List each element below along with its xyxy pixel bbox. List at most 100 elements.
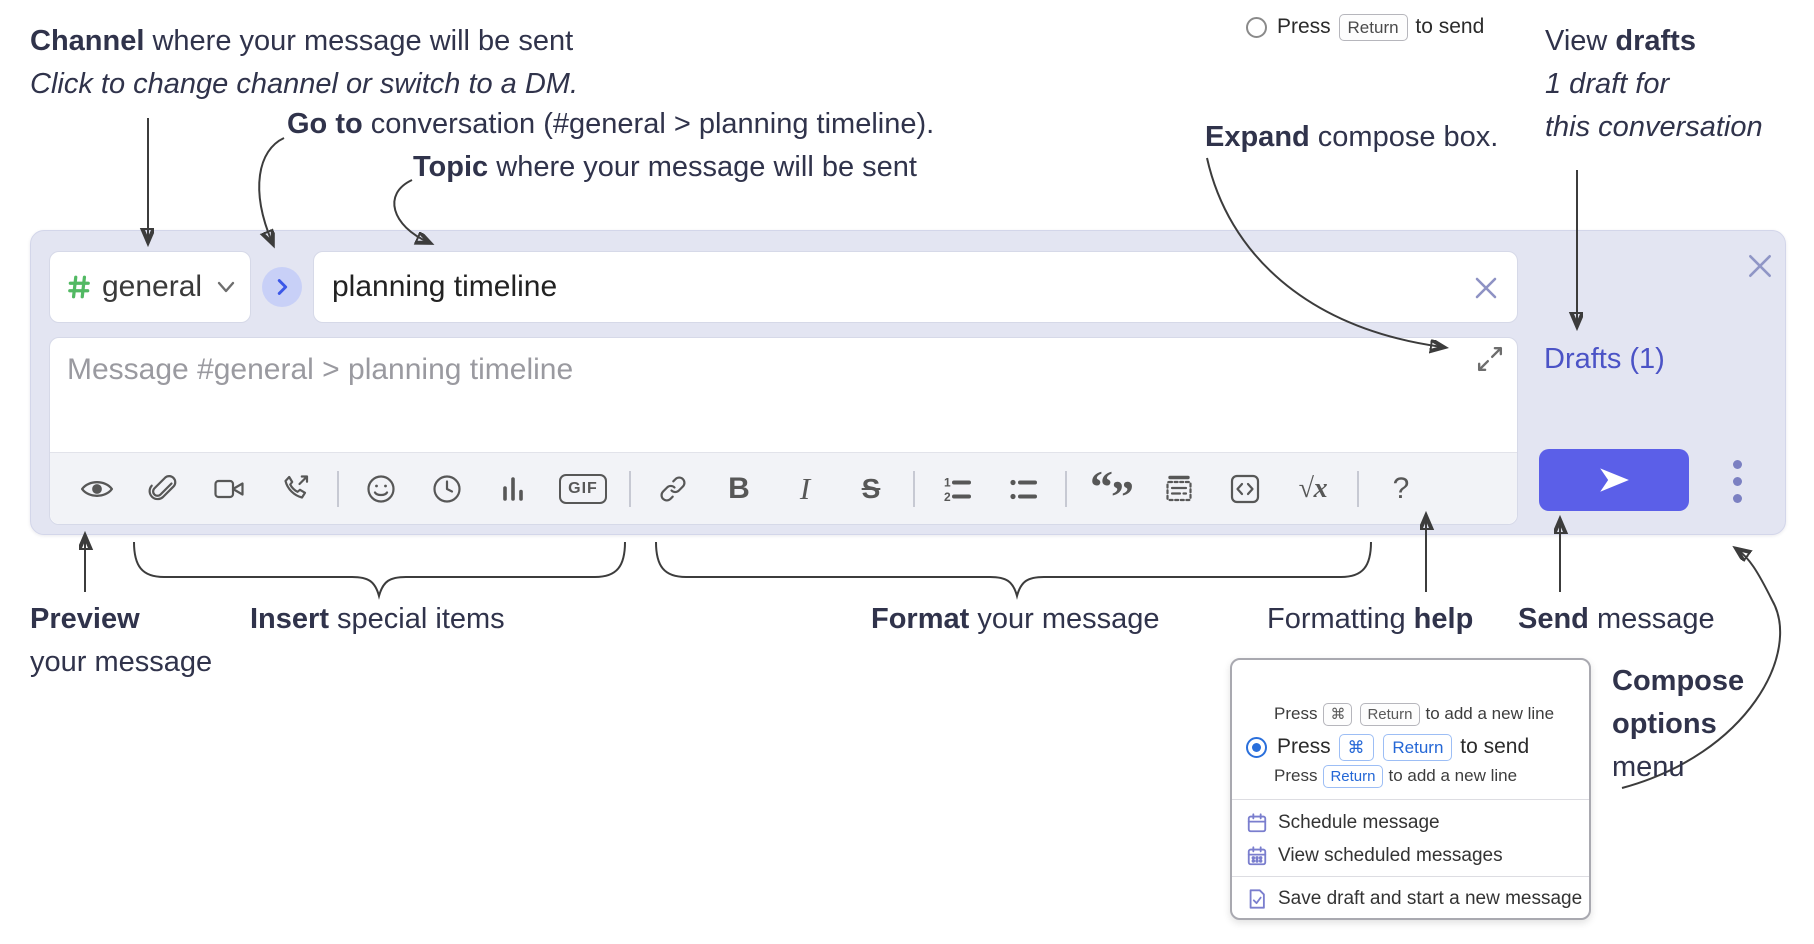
topic-input[interactable] <box>314 252 1517 322</box>
quote-button[interactable]: “” <box>1076 461 1146 522</box>
annotation-go-to: Go to conversation (#general > planning … <box>287 108 935 140</box>
preview-eye-icon <box>80 480 114 497</box>
italic-button[interactable]: I <box>772 461 838 517</box>
annotation-topic: Topic where your message will be sent <box>413 151 917 183</box>
math-icon: √x <box>1298 472 1328 504</box>
return-key: Return <box>1360 702 1420 726</box>
channel-selector[interactable]: general <box>49 251 251 323</box>
message-box: GIF B I S <box>49 337 1518 525</box>
attach-paperclip-icon <box>148 474 177 500</box>
annotation-channel-bold: Channel <box>30 25 145 57</box>
time-icon <box>433 474 461 503</box>
expand-compose-icon[interactable] <box>1477 346 1503 377</box>
calendar-icon <box>1247 813 1267 833</box>
annotation-channel-sub: Click to change channel or switch to a D… <box>30 68 579 100</box>
toolbar-divider <box>337 470 339 507</box>
start-voice-call-button[interactable] <box>262 461 328 517</box>
code-icon <box>1230 474 1260 503</box>
option-cmd-enter-sub: Press Return to add a new line <box>1274 764 1583 788</box>
help-icon: ? <box>1392 471 1410 505</box>
return-key: Return <box>1383 733 1453 761</box>
annotation-insert: Insert special items <box>250 603 505 635</box>
global-time-button[interactable] <box>414 461 480 517</box>
close-compose-button[interactable] <box>1743 249 1777 283</box>
x-icon <box>1475 277 1497 299</box>
emoji-icon <box>367 474 395 503</box>
return-key: Return <box>1323 764 1383 788</box>
annotation-format: Format your message <box>871 603 1160 635</box>
strikethrough-icon: S <box>861 472 881 504</box>
link-icon <box>660 475 686 502</box>
send-button[interactable] <box>1539 449 1689 511</box>
cmd-key: ⌘ <box>1323 702 1353 726</box>
save-draft-icon <box>1249 889 1265 909</box>
channel-name: general <box>102 270 203 303</box>
bulleted-list-icon <box>1010 479 1037 499</box>
compose-options-menu: Press Return to send Press ⌘ Return to a… <box>1230 13 1591 920</box>
annotation-formatting-help: Formatting help <box>1267 603 1474 635</box>
topic-input-wrap <box>313 251 1518 323</box>
toolbar-divider <box>1357 470 1359 507</box>
brace-format <box>655 541 1372 600</box>
message-input[interactable] <box>50 338 1517 450</box>
chevron-right-icon <box>277 279 288 295</box>
annotation-preview: Preview your message <box>30 603 213 678</box>
annotation-compose-options: Compose options menu <box>1612 665 1745 783</box>
radio-unselected-icon[interactable] <box>1246 16 1267 38</box>
option-enter-to-send[interactable]: Press Return to send <box>1246 12 1579 42</box>
topic-clear-button[interactable] <box>1473 275 1499 306</box>
compose-toolbar: GIF B I S <box>50 452 1517 524</box>
annotation-expand: Expand compose box. <box>1205 121 1499 153</box>
connector-go-to <box>259 137 285 242</box>
preview-button[interactable] <box>64 461 130 517</box>
option-enter-sub: Press ⌘ Return to add a new line <box>1274 702 1583 726</box>
voice-call-icon <box>284 474 309 499</box>
attach-file-button[interactable] <box>130 461 196 517</box>
brace-insert <box>133 541 626 600</box>
italic-icon: I <box>799 470 811 506</box>
strikethrough-button[interactable]: S <box>838 461 904 517</box>
spoiler-button[interactable] <box>1146 461 1212 517</box>
spoiler-icon <box>1166 475 1192 501</box>
start-video-call-button[interactable] <box>196 461 262 517</box>
annotation-view-drafts: View drafts 1 draft for this conversatio… <box>1545 25 1763 143</box>
compose-options-button[interactable] <box>1717 453 1757 509</box>
menu-item-schedule-message[interactable]: Schedule message <box>1246 806 1583 840</box>
quote-icon: “” <box>1090 461 1134 522</box>
go-to-conversation-button[interactable] <box>262 267 302 307</box>
add-poll-button[interactable] <box>480 461 546 517</box>
calendar-grid-icon <box>1247 846 1267 866</box>
math-button[interactable]: √x <box>1278 461 1348 517</box>
numbered-list-icon: 1 2 <box>944 475 971 504</box>
menu-item-view-scheduled-messages[interactable]: View scheduled messages <box>1246 839 1583 873</box>
numbered-list-button[interactable]: 1 2 <box>924 461 990 517</box>
close-icon <box>1749 255 1771 277</box>
emoji-button[interactable] <box>348 461 414 517</box>
drafts-link[interactable]: Drafts (1) <box>1544 343 1665 375</box>
annotation-channel-rest: where your message will be sent <box>144 25 574 57</box>
send-arrow-icon <box>1600 468 1629 492</box>
hash-icon <box>68 275 90 299</box>
insert-link-button[interactable] <box>640 461 706 517</box>
option-cmd-enter-to-send[interactable]: Press ⌘ Return to send <box>1246 732 1579 762</box>
poll-icon <box>503 476 523 501</box>
bold-icon: B <box>728 471 750 505</box>
toolbar-divider <box>913 470 915 507</box>
message-formatting-help-button[interactable]: ? <box>1368 461 1434 517</box>
toolbar-divider <box>629 470 631 507</box>
add-gif-button[interactable]: GIF <box>546 461 620 517</box>
bold-button[interactable]: B <box>706 461 772 517</box>
menu-divider <box>1232 799 1589 800</box>
menu-divider <box>1232 876 1589 877</box>
radio-selected-icon[interactable] <box>1246 736 1267 758</box>
gif-icon: GIF <box>559 473 607 504</box>
annotation-send: Send message <box>1518 603 1715 635</box>
video-call-icon <box>214 479 244 498</box>
svg-text:1: 1 <box>944 475 951 489</box>
vertical-ellipsis-icon <box>1732 459 1742 469</box>
menu-item-save-draft[interactable]: Save draft and start a new message <box>1246 882 1583 916</box>
code-button[interactable] <box>1212 461 1278 517</box>
bulleted-list-button[interactable] <box>990 461 1056 517</box>
svg-text:2: 2 <box>944 490 951 504</box>
